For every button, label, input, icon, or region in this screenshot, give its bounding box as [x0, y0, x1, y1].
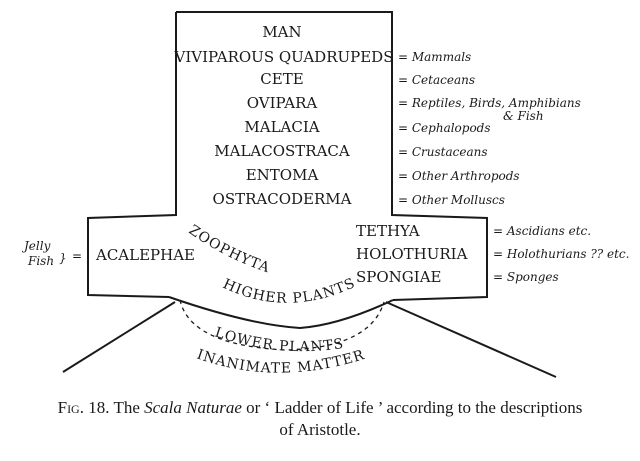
rank-viviparous-quadrupeds: VIVIPAROUS QUADRUPEDS	[174, 48, 394, 66]
right-base-line	[385, 301, 557, 378]
rank-spongiae: SPONGIAE	[356, 268, 441, 286]
rank-ostracoderma: OSTRACODERMA	[213, 190, 352, 208]
caption-title: Scala Naturae	[144, 398, 242, 417]
note-jelly: Jelly	[21, 239, 51, 253]
note-reptiles-birds-amphibians: = Reptiles, Birds, Amphibians	[398, 96, 581, 110]
rank-man: MAN	[262, 23, 301, 41]
rank-malacia: MALACIA	[244, 118, 319, 136]
rank-malacostraca: MALACOSTRACA	[214, 142, 350, 160]
rank-cete: CETE	[260, 70, 303, 88]
caption-pre: The	[113, 398, 140, 417]
note-mammals: = Mammals	[398, 50, 471, 64]
rank-ovipara: OVIPARA	[247, 94, 318, 112]
caption-fig-number: Fig. 18.	[57, 398, 110, 417]
note-crustaceans: = Crustaceans	[398, 145, 488, 159]
rank-entoma: ENTOMA	[246, 166, 319, 184]
left-base-line	[62, 301, 176, 373]
brace-left: }	[59, 251, 67, 265]
note-fish: Fish	[27, 254, 54, 268]
note-cetaceans: = Cetaceans	[398, 73, 475, 87]
label-lower-plants: LOWER PLANTS	[213, 325, 345, 356]
note-other-molluscs: = Other Molluscs	[398, 193, 505, 207]
caption-mid: or ‘ Ladder of Life ’ according to the d…	[246, 398, 583, 417]
figure-caption: Fig. 18. The Scala Naturae or ‘ Ladder o…	[0, 397, 640, 441]
rank-acalephae: ACALEPHAE	[95, 246, 195, 264]
note-sponges: = Sponges	[493, 270, 559, 284]
caption-line-1: Fig. 18. The Scala Naturae or ‘ Ladder o…	[0, 397, 640, 419]
note-holothurians: = Holothurians ?? etc.	[493, 247, 629, 261]
label-higher-plants: HIGHER PLANTS	[220, 275, 358, 307]
rank-tethya: TETHYA	[356, 222, 420, 240]
note-and-fish: & Fish	[503, 109, 544, 123]
label-zoophyta: ZOOPHYTA	[186, 222, 272, 276]
rank-holothuria: HOLOTHURIA	[356, 245, 468, 263]
caption-line-2: of Aristotle.	[279, 420, 361, 439]
note-other-arthropods: = Other Arthropods	[398, 169, 520, 183]
note-left-equals: =	[72, 249, 82, 263]
ladder-outline	[87, 11, 488, 330]
note-cephalopods: = Cephalopods	[398, 121, 491, 135]
note-ascidians: = Ascidians etc.	[493, 224, 591, 238]
